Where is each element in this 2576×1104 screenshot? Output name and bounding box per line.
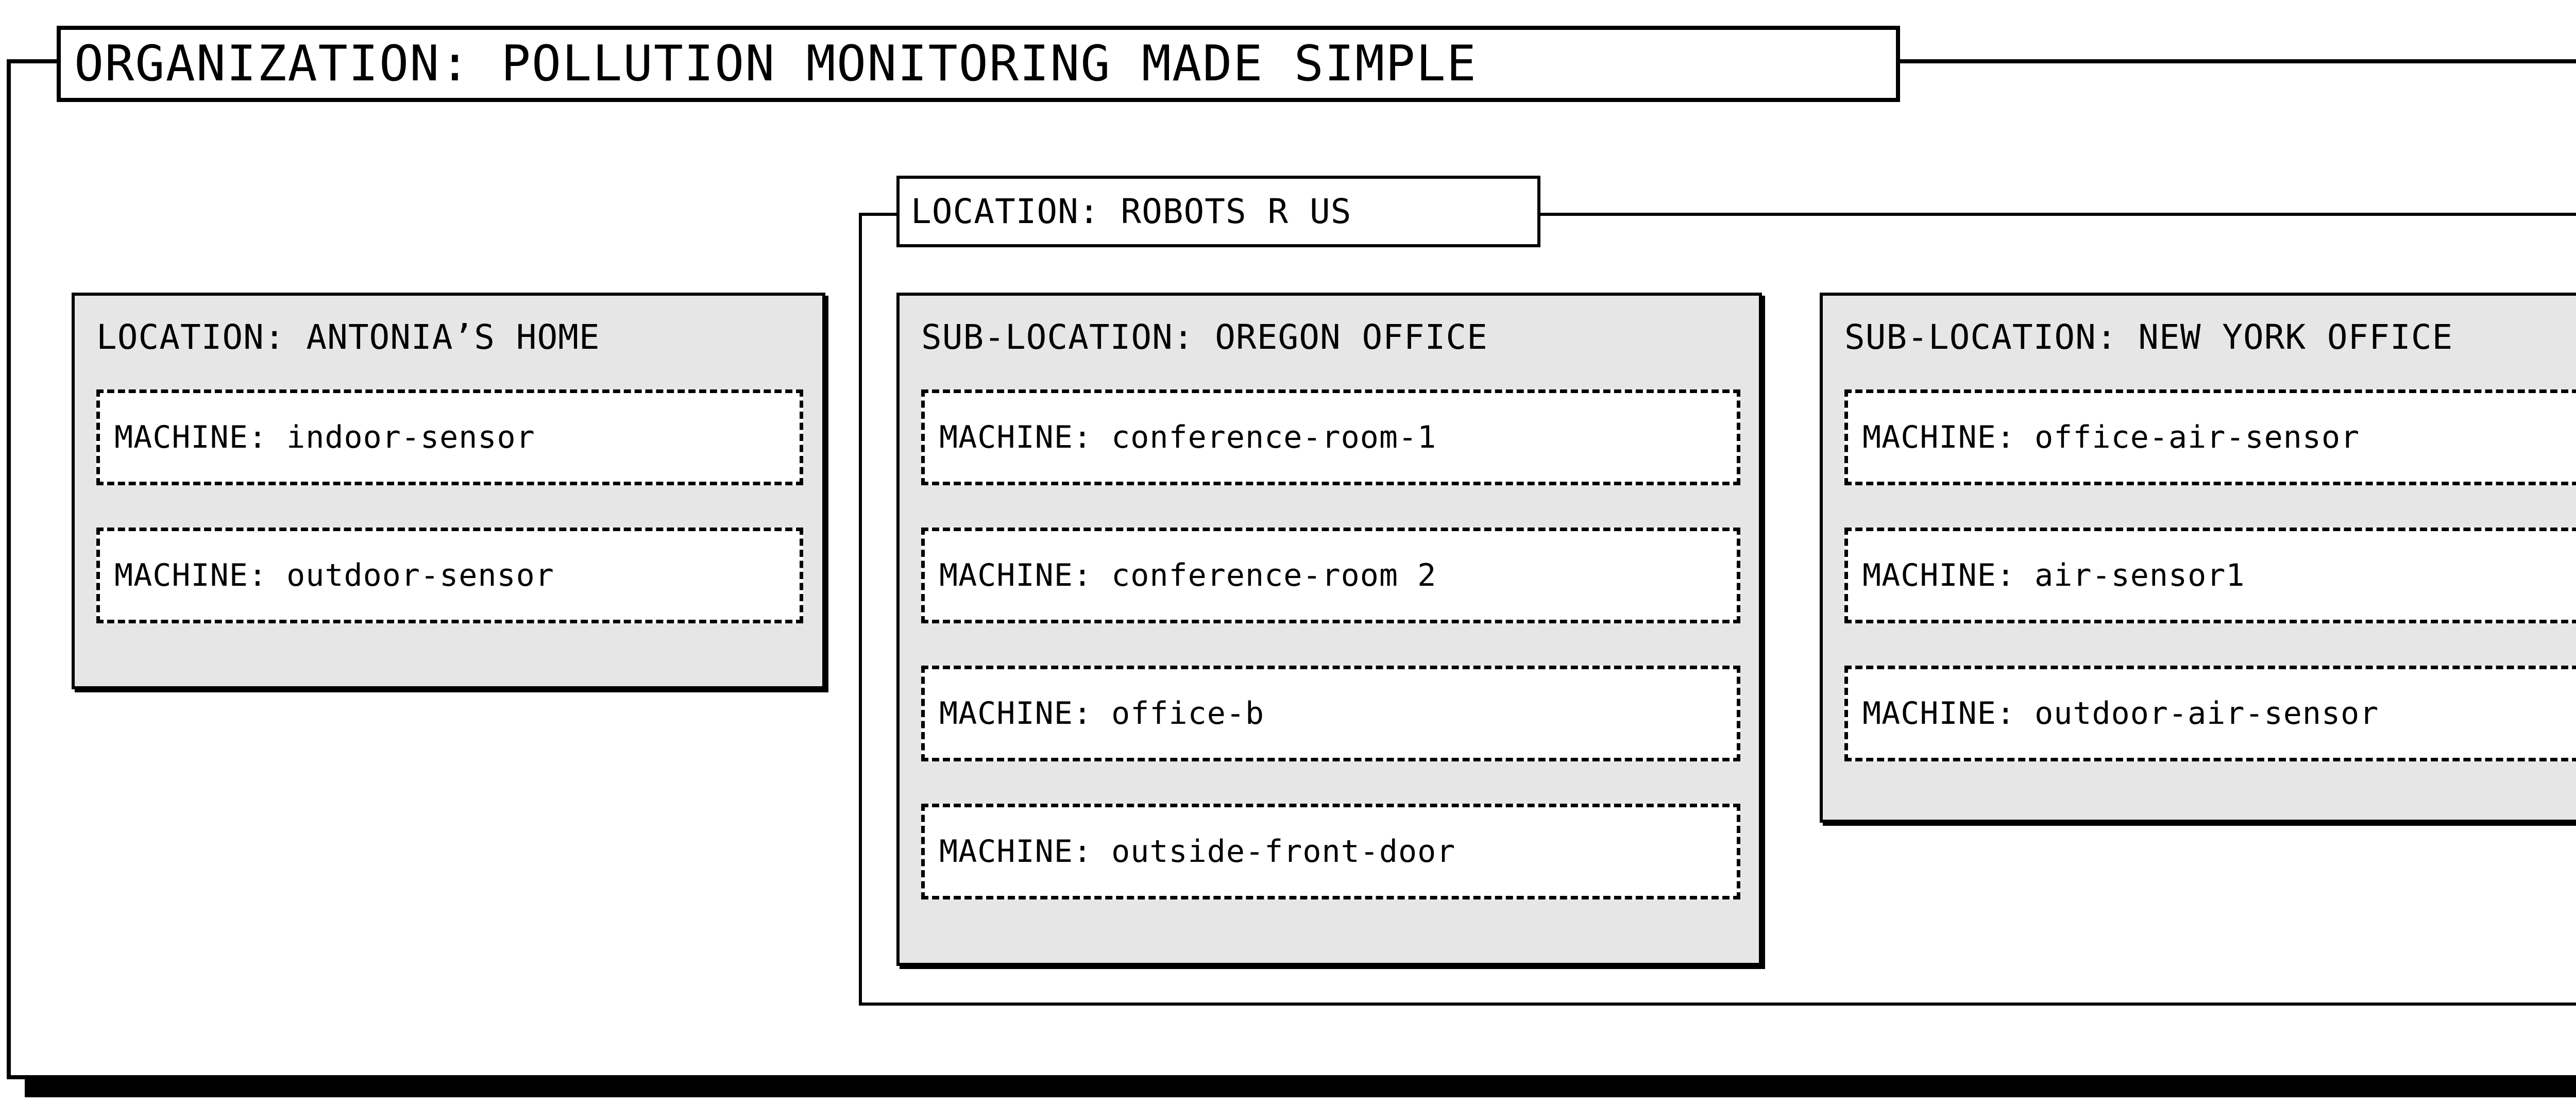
machine-conference-room-2-label: MACHINE: conference-room 2 [939, 557, 1437, 593]
machine-office-b-label: MACHINE: office-b [939, 695, 1265, 732]
machine-air-sensor1[interactable]: MACHINE: air-sensor1 [1844, 528, 2576, 623]
machine-outdoor-air-sensor-label: MACHINE: outdoor-air-sensor [1862, 695, 2379, 732]
organization-title-box: ORGANIZATION: POLLUTION MONITORING MADE … [57, 26, 1900, 102]
sub-location-new-york-office[interactable]: SUB-LOCATION: NEW YORK OFFICE MACHINE: o… [1820, 293, 2576, 823]
machine-conference-room-1[interactable]: MACHINE: conference-room-1 [921, 389, 1740, 485]
machine-indoor-sensor-label: MACHINE: indoor-sensor [114, 419, 535, 455]
machine-office-air-sensor-label: MACHINE: office-air-sensor [1862, 419, 2360, 455]
sub-location-oregon-office-title: SUB-LOCATION: OREGON OFFICE [921, 317, 1488, 357]
location-robots-r-us-title-box: LOCATION: ROBOTS R US [896, 176, 1540, 247]
location-antonias-home[interactable]: LOCATION: ANTONIA’S HOME MACHINE: indoor… [72, 293, 825, 689]
machine-office-air-sensor[interactable]: MACHINE: office-air-sensor [1844, 389, 2576, 485]
machine-outside-front-door[interactable]: MACHINE: outside-front-door [921, 804, 1740, 899]
machine-conference-room-2[interactable]: MACHINE: conference-room 2 [921, 528, 1740, 623]
sub-location-new-york-office-title: SUB-LOCATION: NEW YORK OFFICE [1844, 317, 2453, 357]
machine-indoor-sensor[interactable]: MACHINE: indoor-sensor [96, 389, 803, 485]
machine-outside-front-door-label: MACHINE: outside-front-door [939, 834, 1456, 870]
organization-title: ORGANIZATION: POLLUTION MONITORING MADE … [74, 35, 1477, 92]
sub-location-oregon-office[interactable]: SUB-LOCATION: OREGON OFFICE MACHINE: con… [896, 293, 1762, 966]
location-robots-r-us-title: LOCATION: ROBOTS R US [911, 191, 1352, 231]
location-antonias-home-title: LOCATION: ANTONIA’S HOME [96, 317, 600, 357]
machine-outdoor-air-sensor[interactable]: MACHINE: outdoor-air-sensor [1844, 666, 2576, 761]
machine-air-sensor1-label: MACHINE: air-sensor1 [1862, 557, 2245, 593]
machine-office-b[interactable]: MACHINE: office-b [921, 666, 1740, 761]
machine-conference-room-1-label: MACHINE: conference-room-1 [939, 419, 1437, 455]
machine-outdoor-sensor[interactable]: MACHINE: outdoor-sensor [96, 528, 803, 623]
machine-outdoor-sensor-label: MACHINE: outdoor-sensor [114, 557, 554, 593]
